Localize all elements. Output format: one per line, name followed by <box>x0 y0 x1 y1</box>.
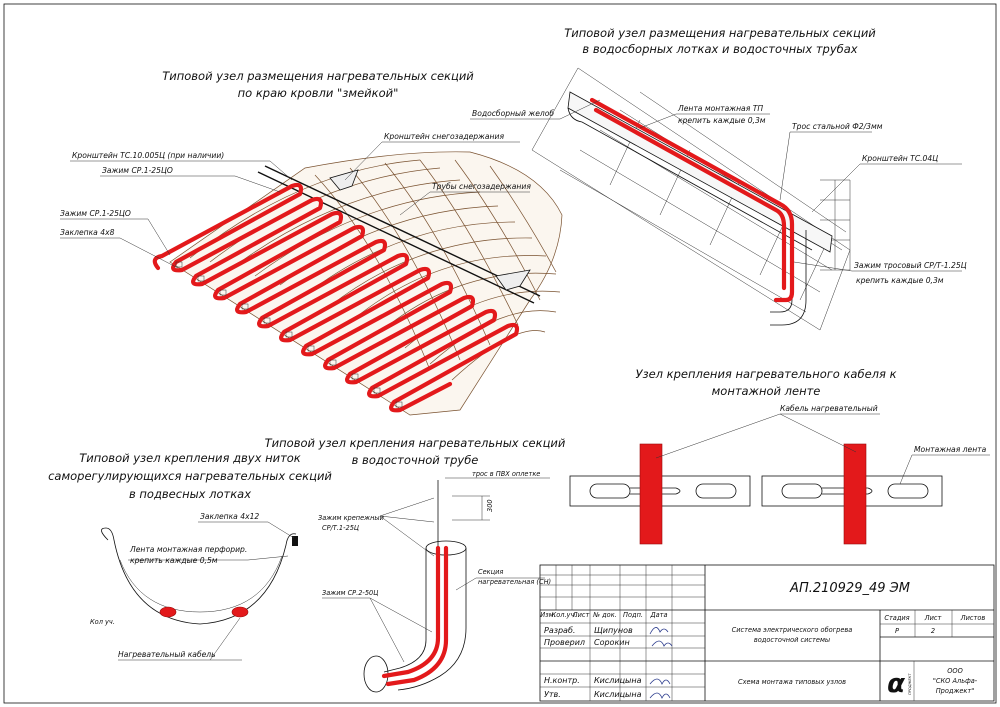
clamp-marks <box>175 261 403 408</box>
tape-title-1: Узел крепления нагревательного кабеля к <box>635 367 896 381</box>
company-logo: α ПРОДЖЕКТ <box>887 669 912 699</box>
tb-name-approve: Кислицына <box>594 690 642 699</box>
label-steel-cable: Трос стальной Ф2/3мм <box>792 122 883 131</box>
strands-leaders <box>118 521 295 661</box>
logo-mark: α <box>887 669 905 699</box>
tb-head-sheet: Лист <box>572 611 590 619</box>
label-strand-cable: Нагревательный кабель <box>118 650 216 659</box>
label-gutter: Водосборный желоб <box>472 109 554 118</box>
downpipe-leaders <box>322 477 550 663</box>
tape-cable-left <box>639 443 663 545</box>
label-clamp-1: Зажим СР.1-25ЦО <box>102 166 173 175</box>
label-section-1: Секция <box>478 568 503 576</box>
label-heating-cable: Кабель нагревательный <box>780 404 878 413</box>
strands-title-1: Типовой узел крепления двух ниток <box>79 451 301 465</box>
tb-head-doc: № док. <box>592 611 617 619</box>
label-snow-bracket: Кронштейн снегозадержания <box>384 132 504 141</box>
label-rivet: Заклепка 4х8 <box>60 228 115 237</box>
label-gutter-tape-1: Лента монтажная ТП <box>677 104 763 113</box>
title-block: Изм. Кол.уч. Лист № док. Подп. Дата Разр… <box>539 564 995 702</box>
serpentine-view: Типовой узел размещения нагревательных с… <box>60 69 563 416</box>
tb-role-approve: Утв. <box>544 690 561 699</box>
tb-role-check: Проверил <box>544 638 585 647</box>
label-clamp-2: Зажим СР.1-25ЦО <box>60 209 131 218</box>
tray-cable-1 <box>159 606 177 618</box>
tb-head-date: Дата <box>649 611 667 619</box>
serpentine-cable <box>152 182 520 413</box>
tape-leaders <box>655 413 990 485</box>
downpipe-title-2: в водосточной трубе <box>352 453 479 467</box>
tb-stage: Р <box>895 627 899 635</box>
signatures <box>649 627 673 699</box>
label-perf-tape-1: Лента монтажная перфорир. <box>129 545 247 554</box>
tray-rivet <box>292 536 298 546</box>
tb-sheet: 2 <box>931 627 935 635</box>
gutter-title-2: в водосборных лотках и водосточных труба… <box>582 42 857 56</box>
tb-system-1: Система электрического обогрева <box>732 626 853 634</box>
serpentine-title-2: по краю кровли "змейкой" <box>238 86 399 100</box>
label-section-2: нагревательная (СН) <box>478 578 551 586</box>
label-rivet-4x12: Заклепка 4х12 <box>200 512 259 521</box>
label-mount-tape: Монтажная лента <box>914 445 987 454</box>
label-perf-tape-2: крепить каждые 0,5м <box>130 556 218 565</box>
tray-inner <box>119 555 283 613</box>
tb-org-1: ООО <box>947 667 963 675</box>
label-snow-pipes: Трубы снегозадержания <box>432 182 531 191</box>
label-gutter-tape-2: крепить каждые 0,3м <box>678 116 766 125</box>
tb-head-sign: Подп. <box>623 611 643 619</box>
tb-name-norm: Кислицына <box>594 676 642 685</box>
tb-code: АП.210929_49 ЭМ <box>789 581 910 596</box>
brick-wall <box>531 67 851 331</box>
label-corner-note: Кол уч. <box>90 618 115 626</box>
label-pvc-cable: трос в ПВХ оплетке <box>472 470 540 478</box>
snow-pipes <box>257 165 541 304</box>
tb-role-dev: Разраб. <box>544 626 575 635</box>
gutter-title-1: Типовой узел размещения нагревательных с… <box>564 26 876 40</box>
tb-system-2: водосточной системы <box>754 636 830 644</box>
tb-sheets-head: Листов <box>960 614 986 622</box>
gutter-cable <box>589 97 795 303</box>
gutter-leaders <box>470 99 962 272</box>
tb-head-rev: Изм. <box>540 611 556 619</box>
sheet-frame <box>3 3 997 704</box>
tb-name-check: Сорокин <box>594 638 630 647</box>
serpentine-title-1: Типовой узел размещения нагревательных с… <box>162 69 474 83</box>
tb-role-norm: Н.контр. <box>544 676 580 685</box>
label-clamp-sr2: Зажим СР.2-50Ц <box>322 589 378 597</box>
tape-title-2: монтажной ленте <box>712 384 821 398</box>
downpipe-title-1: Типовой узел крепления нагревательных се… <box>265 436 566 450</box>
logo-text: ПРОДЖЕКТ <box>908 673 912 695</box>
label-cable-clamp-1: Зажим тросовый СР/Т-1.25Ц <box>854 261 967 270</box>
tray-profile <box>101 527 297 625</box>
tape-mount-view: Узел крепления нагревательного кабеля к … <box>569 367 990 545</box>
tb-sheet-head: Лист <box>924 614 942 622</box>
label-cable-clamp-2: крепить каждые 0,3м <box>856 276 944 285</box>
downpipe-cable <box>381 545 449 687</box>
two-strands-view: Типовой узел крепления двух ниток саморе… <box>48 451 332 661</box>
label-dimension-300: 300 <box>486 499 494 512</box>
tb-org-2: "СКО Альфа- <box>933 677 978 685</box>
gutter-cable-2 <box>593 107 787 291</box>
tb-org-3: Проджект" <box>936 687 975 695</box>
serpentine-leaders <box>60 141 530 269</box>
label-bracket-tc04: Кронштейн ТС.04Ц <box>862 154 938 163</box>
tb-head-qty: Кол.уч. <box>552 611 577 619</box>
downpipe-view: Типовой узел крепления нагревательных се… <box>265 436 566 693</box>
tb-stage-head: Стадия <box>884 614 909 622</box>
tb-name-dev: Щипунов <box>594 626 633 635</box>
tape-cable-right <box>843 443 867 545</box>
tray-cable-2 <box>231 606 249 618</box>
label-bracket-tc: Кронштейн ТС.10.005Ц (при наличии) <box>72 151 224 160</box>
gutter-view: Типовой узел размещения нагревательных с… <box>470 26 967 331</box>
tb-drawing-name: Схема монтажа типовых узлов <box>738 678 846 686</box>
strands-title-3: в подвесных лотках <box>129 487 251 501</box>
label-clamp-fix-1: Зажим крепежный <box>318 514 385 522</box>
strands-title-2: саморегулирующихся нагревательных секций <box>48 469 332 483</box>
label-clamp-fix-2: СР/Т.1-25Ц <box>322 524 359 532</box>
